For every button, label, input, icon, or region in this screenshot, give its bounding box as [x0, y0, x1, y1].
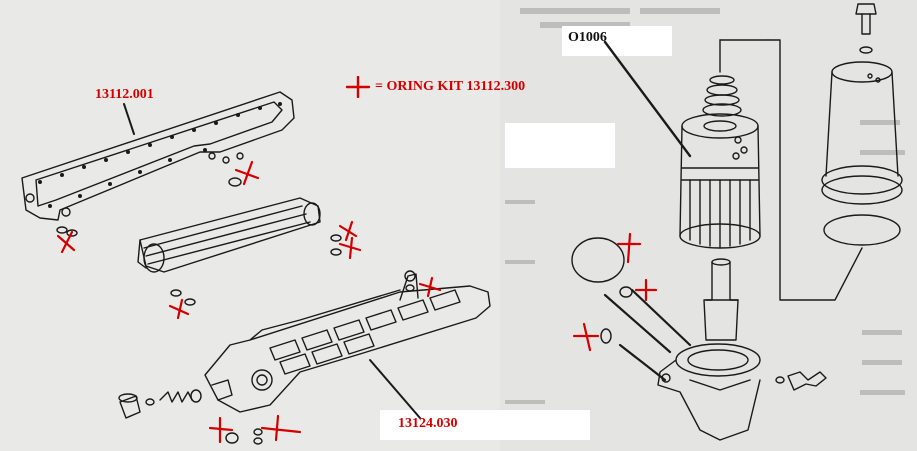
- leader-manifold: [369, 359, 421, 419]
- o-ring: [619, 286, 633, 298]
- red-cross-icon: [56, 230, 76, 254]
- o-ring: [228, 177, 242, 187]
- rubber-boot: [702, 75, 742, 117]
- leader-center-2: [630, 288, 692, 347]
- leader-center-3: [618, 343, 667, 382]
- leader-filter: [603, 40, 692, 158]
- filter-housing: [657, 258, 761, 441]
- o-ring: [225, 432, 239, 444]
- gasket-13112-001: [21, 91, 295, 221]
- sensor: [787, 371, 827, 391]
- assembly-bracket-line: [767, 39, 863, 301]
- o-ring-kit-markers: [56, 160, 658, 444]
- red-cross-icon: [168, 298, 190, 320]
- background-scan-noise: [500, 0, 917, 451]
- callout-patch-center: [505, 123, 615, 168]
- o-ring: [253, 437, 263, 445]
- o-ring: [775, 376, 785, 384]
- o-ring: [66, 229, 78, 237]
- o-ring: [600, 328, 612, 344]
- leader-gasket: [123, 103, 135, 135]
- red-cross-icon: [418, 276, 442, 298]
- o-ring: [405, 284, 415, 292]
- red-cross-icon: [260, 414, 302, 442]
- leader-center-1: [603, 293, 672, 354]
- oil-cooler: [137, 197, 321, 273]
- legend-cross-icon: [345, 76, 371, 98]
- red-cross-icon: [338, 220, 358, 242]
- o-ring: [330, 248, 342, 256]
- o-ring: [170, 289, 182, 297]
- o-ring: [330, 234, 342, 242]
- large-o-ring: [571, 237, 625, 283]
- o-ring: [253, 428, 263, 436]
- red-cross-icon: [572, 322, 600, 352]
- o-ring: [56, 226, 68, 234]
- callout-patch-intake: [380, 410, 590, 440]
- canister-seal-ring: [823, 214, 901, 246]
- red-cross-icon: [616, 232, 642, 264]
- manifold-13124-030: [204, 270, 491, 413]
- intake-part-label: 13124.030: [398, 416, 458, 431]
- drain-plug: [118, 389, 202, 419]
- callout-patch-filter: [562, 26, 672, 56]
- legend-text: = ORING KIT 13112.300: [375, 79, 526, 94]
- canister-bolt: [855, 3, 877, 54]
- red-cross-icon: [234, 160, 260, 186]
- red-cross-icon: [338, 236, 362, 260]
- red-cross-icon: [634, 278, 658, 302]
- red-cross-icon: [208, 416, 234, 444]
- gasket-part-label: 13112.001: [95, 87, 154, 102]
- filter-canister: [821, 61, 903, 205]
- o-ring: [184, 298, 196, 306]
- filter-part-label: O1006: [568, 30, 607, 45]
